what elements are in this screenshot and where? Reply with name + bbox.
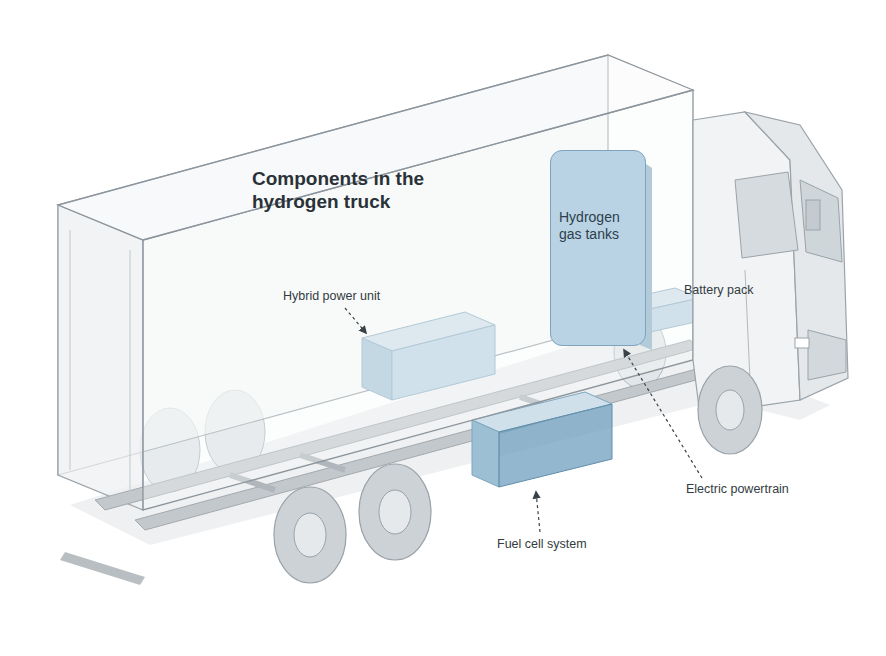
hydrogen-tank: Hydrogen gas tanks — [550, 150, 646, 346]
tank-label: Hydrogen gas tanks — [551, 209, 645, 243]
component-label: Hybrid power unit — [283, 289, 380, 303]
component-label: Electric powertrain — [686, 482, 789, 496]
component-label: Battery pack — [684, 283, 753, 297]
component-label: Fuel cell system — [497, 537, 587, 551]
diagram-title: Components in the hydrogen truck — [252, 168, 437, 214]
